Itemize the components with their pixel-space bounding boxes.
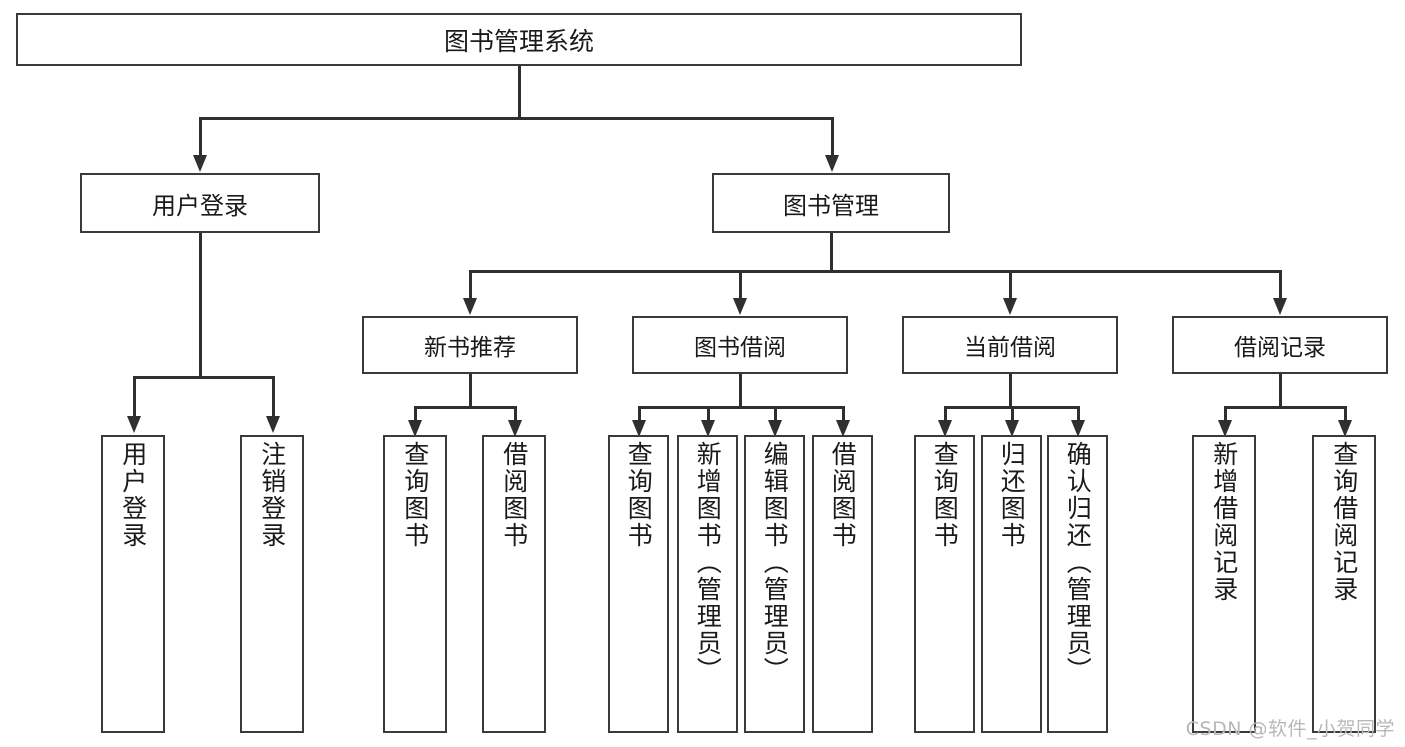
connector-manage-drop-2-arrowhead <box>1003 298 1017 315</box>
node-leaf-9-label: 归还图书 <box>997 441 1027 549</box>
node-leaf-4-label: 查询图书 <box>624 441 654 549</box>
node-leaf-6[interactable]: 编辑图书（管理员） <box>744 435 805 733</box>
node-root[interactable]: 图书管理系统 <box>16 13 1022 66</box>
node-leaf-11[interactable]: 新增借阅记录 <box>1192 435 1256 733</box>
node-leaf-3[interactable]: 借阅图书 <box>482 435 546 733</box>
connector-manage-bus <box>469 270 1280 273</box>
node-leaf-0-label: 用户登录 <box>118 441 148 549</box>
node-level1-0-label: 用户登录 <box>152 191 248 220</box>
connector-manage-drop-0-arrowhead <box>463 298 477 315</box>
node-level2-1[interactable]: 图书借阅 <box>632 316 848 374</box>
connector-root-bus <box>199 117 832 120</box>
node-leaf-1-label: 注销登录 <box>257 441 287 549</box>
connector-leaf-drop-7 <box>1011 406 1014 420</box>
connector-login-drop-1 <box>272 376 275 416</box>
node-level1-1[interactable]: 图书管理 <box>712 173 950 233</box>
connector-group-bus-2 <box>944 406 1077 409</box>
node-leaf-7[interactable]: 借阅图书 <box>812 435 873 733</box>
connector-leaf-drop-9 <box>1224 406 1227 420</box>
connector-group-bus-0 <box>414 406 514 409</box>
connector-login-drop-0 <box>133 376 136 416</box>
connector-login-drop-0-arrowhead <box>127 416 141 433</box>
node-leaf-12-label: 查询借阅记录 <box>1329 441 1359 603</box>
node-level2-2-label: 当前借阅 <box>964 335 1056 361</box>
connector-manage-drop-2 <box>1009 270 1012 298</box>
connector-leaf-drop-3 <box>707 406 710 420</box>
connector-leaf-drop-10 <box>1344 406 1347 420</box>
connector-leaf-drop-8-arrowhead <box>1071 420 1085 437</box>
node-level2-1-label: 图书借阅 <box>694 335 786 361</box>
node-leaf-1[interactable]: 注销登录 <box>240 435 304 733</box>
node-leaf-8-label: 查询图书 <box>930 441 960 549</box>
node-level2-3-label: 借阅记录 <box>1234 335 1326 361</box>
connector-login-stem <box>199 233 202 376</box>
node-leaf-7-label: 借阅图书 <box>828 441 858 549</box>
connector-leaf-drop-2 <box>638 406 641 420</box>
node-leaf-10-label: 确认归还（管理员） <box>1063 441 1093 684</box>
node-level2-0-label: 新书推荐 <box>424 335 516 361</box>
connector-manage-drop-1-arrowhead <box>733 298 747 315</box>
node-leaf-0[interactable]: 用户登录 <box>101 435 165 733</box>
connector-group-bus-3 <box>1224 406 1344 409</box>
connector-manage-drop-1 <box>739 270 742 298</box>
node-leaf-12[interactable]: 查询借阅记录 <box>1312 435 1376 733</box>
connector-manage-drop-3 <box>1279 270 1282 298</box>
node-leaf-8[interactable]: 查询图书 <box>914 435 975 733</box>
node-level1-1-label: 图书管理 <box>783 191 879 220</box>
connector-root-drop-0 <box>199 117 202 155</box>
node-level2-3[interactable]: 借阅记录 <box>1172 316 1388 374</box>
connector-leaf-drop-1 <box>514 406 517 420</box>
node-leaf-4[interactable]: 查询图书 <box>608 435 669 733</box>
connector-login-drop-1-arrowhead <box>266 416 280 433</box>
connector-group-stem-3 <box>1279 374 1282 406</box>
node-level2-2[interactable]: 当前借阅 <box>902 316 1118 374</box>
connector-leaf-drop-4-arrowhead <box>768 420 782 437</box>
connector-leaf-drop-5-arrowhead <box>836 420 850 437</box>
connector-group-stem-1 <box>739 374 742 406</box>
connector-manage-drop-3-arrowhead <box>1273 298 1287 315</box>
node-leaf-11-label: 新增借阅记录 <box>1209 441 1239 603</box>
node-leaf-5[interactable]: 新增图书（管理员） <box>677 435 738 733</box>
connector-leaf-drop-0 <box>414 406 417 420</box>
node-leaf-6-label: 编辑图书（管理员） <box>760 441 790 684</box>
connector-leaf-drop-1-arrowhead <box>508 420 522 437</box>
node-leaf-9[interactable]: 归还图书 <box>981 435 1042 733</box>
node-leaf-3-label: 借阅图书 <box>499 441 529 549</box>
node-leaf-2-label: 查询图书 <box>400 441 430 549</box>
node-level1-0[interactable]: 用户登录 <box>80 173 320 233</box>
connector-leaf-drop-4 <box>774 406 777 420</box>
connector-root-drop-0-arrowhead <box>193 155 207 172</box>
node-leaf-10[interactable]: 确认归还（管理员） <box>1047 435 1108 733</box>
node-leaf-2[interactable]: 查询图书 <box>383 435 447 733</box>
connector-leaf-drop-8 <box>1077 406 1080 420</box>
connector-group-stem-2 <box>1009 374 1012 406</box>
connector-leaf-drop-10-arrowhead <box>1338 420 1352 437</box>
connector-group-stem-0 <box>469 374 472 406</box>
connector-manage-stem <box>830 233 833 270</box>
connector-leaf-drop-6-arrowhead <box>938 420 952 437</box>
connector-root-stem <box>518 66 521 117</box>
node-leaf-5-label: 新增图书（管理员） <box>693 441 723 684</box>
connector-leaf-drop-9-arrowhead <box>1218 420 1232 437</box>
node-root-label: 图书管理系统 <box>443 26 594 56</box>
connector-leaf-drop-0-arrowhead <box>408 420 422 437</box>
connector-leaf-drop-3-arrowhead <box>701 420 715 437</box>
connector-manage-drop-0 <box>469 270 472 298</box>
connector-root-drop-1 <box>831 117 834 155</box>
connector-leaf-drop-6 <box>944 406 947 420</box>
connector-login-bus <box>133 376 272 379</box>
connector-leaf-drop-7-arrowhead <box>1005 420 1019 437</box>
connector-leaf-drop-5 <box>842 406 845 420</box>
connector-group-bus-1 <box>638 406 842 409</box>
connector-leaf-drop-2-arrowhead <box>632 420 646 437</box>
node-level2-0[interactable]: 新书推荐 <box>362 316 578 374</box>
connector-root-drop-1-arrowhead <box>825 155 839 172</box>
